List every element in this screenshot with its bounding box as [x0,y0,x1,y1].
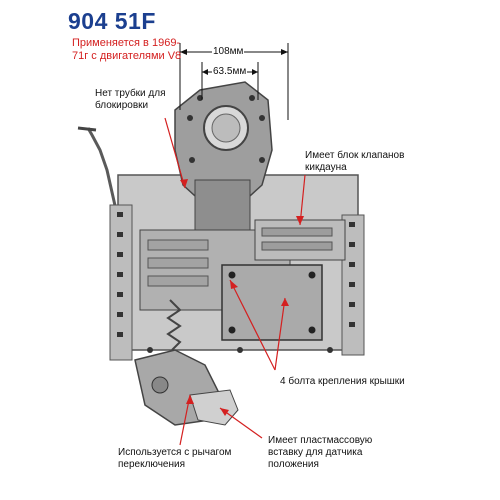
callout-cover-bolts: 4 болта крепления крышки [280,376,405,387]
kickdown-block [254,219,346,261]
plastic-insert [189,389,239,426]
page-title: 904 51F [68,8,156,34]
callout-plastic-insert: Имеет пластмассовую вставку для датчика … [268,435,373,470]
application-note: Применяется в 1969-71г с двигателями V8 [72,37,182,62]
callout-kickdown-valve-block: Имеет блок клапанов кикдауна [305,150,405,173]
transfer-plate [194,179,251,231]
spring [166,299,182,351]
callout-shift-lever: Используется с рычагом переключения [118,447,232,470]
left-rail [109,204,133,361]
dimension-inner-label: 63.5мм [212,66,248,77]
cover-plate [221,264,323,341]
dimension-outer-label: 108мм [212,46,245,57]
callout-no-lockup-tube: Нет трубки для блокировки [95,88,166,111]
